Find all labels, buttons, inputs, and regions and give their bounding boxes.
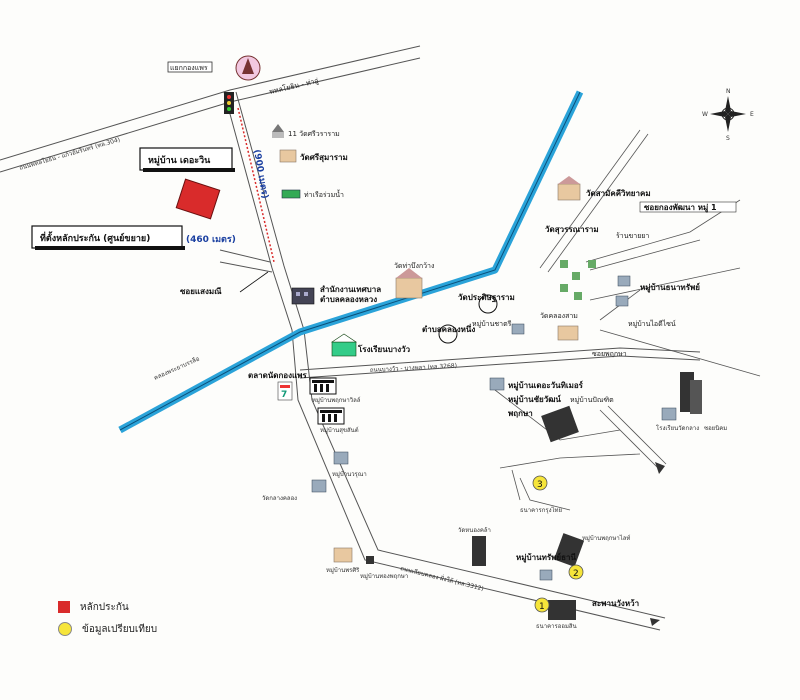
svg-text:2: 2 <box>573 569 579 579</box>
compass-icon: N S W E <box>702 88 754 142</box>
canal-label: คลองพระยาบรรลือ <box>153 354 201 381</box>
place-bank1: หมู่บ้านพฤกษาวิลล์ <box>312 396 361 404</box>
place-tharua: ท่าเรือร่วมน้ำ <box>304 188 344 199</box>
place-village-b: หมู่บ้านเดอะวันทิเมอร์ <box>508 380 584 391</box>
place-tambon: ตำบลคลองหนึ่ง <box>422 323 475 334</box>
comparable-swatch <box>58 622 72 636</box>
bank-icon <box>317 407 345 425</box>
place-village-c: หมู่บ้านชัยวัฒน์ <box>508 394 561 405</box>
distance-460: (460 เมตร) <box>186 235 236 245</box>
place-soi-right: ซอยนิคม <box>704 425 727 432</box>
arrow-icon <box>655 462 665 474</box>
place-wat-samakkhi: วัดสามัคคีวิทยาคม <box>586 188 651 198</box>
place-wat-srisumaram: วัดศรีสุมาราม <box>300 152 348 163</box>
route-dotted <box>237 107 275 263</box>
svg-text:N: N <box>726 88 731 95</box>
road-mid <box>299 347 701 379</box>
road-bottom-right: สะพานวังหว้า <box>592 598 639 608</box>
circle-marker <box>438 294 498 344</box>
collateral-swatch <box>58 601 70 613</box>
main-road <box>223 91 666 631</box>
place-seven: ตลาดนัดกองแพร <box>248 371 307 380</box>
svg-text:S: S <box>726 135 730 142</box>
temple-icon <box>272 124 284 138</box>
svg-text:3: 3 <box>537 480 543 490</box>
place-village-d: หมู่บ้านธนาทรัพย์ <box>640 282 700 293</box>
place-pruksa: พฤกษา <box>508 409 533 418</box>
roads-east <box>494 129 761 511</box>
legend-comparable-label: ข้อมูลเปรียบเทียบ <box>82 623 158 635</box>
village-icon <box>489 323 525 391</box>
office-icon <box>291 287 315 305</box>
site-box-label: ที่ตั้งหลักประกัน (ศูนย์ขยาย) <box>40 231 150 244</box>
school-icon <box>331 333 357 357</box>
highway-label-left: ถนนพหลโยธิน - แก้วอัมรินทร์ (ทล.304) <box>18 135 121 171</box>
place-school: โรงเรียนบางวัว <box>357 344 411 354</box>
village-box-label: หมู่บ้าน เดอะวิน <box>148 155 211 166</box>
village-icon <box>661 407 677 421</box>
place-village-a: หมู่บ้านชาตรี <box>472 320 512 328</box>
road-bottom-label: ถนนเลียบคลอง ฝั่งใต้ (ทล.3312) <box>400 564 485 592</box>
traffic-light-icon <box>224 92 234 114</box>
place-village-f: หมู่บ้านวรุณา <box>332 471 367 478</box>
place-village-l: ธนาคารออมสิน <box>536 623 577 630</box>
village-icon <box>539 569 553 581</box>
village-icon <box>560 260 631 307</box>
collateral-marker <box>175 178 221 220</box>
temple-icon <box>395 268 423 299</box>
place-wat-bueng: วัดท่าบึงกว้าง <box>394 261 434 270</box>
legend: หลักประกัน ข้อมูลเปรียบเทียบ <box>58 596 157 640</box>
place-wat-nong: หมู่บ้านทรัพย์ธานี <box>516 552 576 563</box>
legend-collateral-label: หลักประกัน <box>80 601 129 613</box>
monument-icon <box>235 55 261 81</box>
svg-text:7: 7 <box>281 390 287 400</box>
temple-icon <box>557 176 581 201</box>
comparable-marker-2: 2 <box>568 564 584 580</box>
place-bank2: หมู่บ้านสุขสันต์ <box>320 426 359 434</box>
svg-text:E: E <box>750 111 754 118</box>
place-village-g: วัดกลางคลอง <box>262 495 297 502</box>
svg-text:W: W <box>702 111 708 118</box>
building-icon <box>472 533 585 620</box>
place-village-j: วัดหนองคล้า <box>458 527 491 534</box>
canal <box>118 90 584 434</box>
place-wat-klong: วัดคลองสาม <box>540 312 578 320</box>
pier-icon <box>281 189 301 199</box>
traffic-light-label: แยกกองแพร <box>170 64 208 72</box>
place-village-m: หมู่บ้านปัณฑิต <box>570 396 614 404</box>
place-wat-ratch: วัดประดิษฐาราม <box>458 293 515 303</box>
place-village-i: ธนาคารกรุงไทย <box>520 506 562 514</box>
soi-road <box>219 249 273 273</box>
seven-eleven-icon: 7 <box>277 381 293 401</box>
place-soi-pruksa: ซอยพฤกษา <box>592 350 627 358</box>
place-wat-sriwara: 11 วัดศรีวราราม <box>288 130 340 138</box>
place-village-e: หมู่บ้านไอดีไซน์ <box>628 319 676 328</box>
temple-icon <box>557 325 579 341</box>
temple-icon <box>279 149 297 163</box>
place-office-1: สำนักงานเทศบาล <box>320 285 381 294</box>
place-bottom-a: หมู่บ้านทองพฤกษา <box>360 573 408 580</box>
village-icon <box>311 451 349 493</box>
legend-row-comparable: ข้อมูลเปรียบเทียบ <box>58 618 157 640</box>
place-wat-suwan: วัดสุวรรณาราม <box>545 225 599 235</box>
building-icon <box>541 372 702 443</box>
comparable-marker-3: 3 <box>532 475 548 491</box>
place-wat-bottom: หมู่บ้านพรศิริ <box>326 567 360 574</box>
road-mid-label: ถนนบางวัว - บางพลา (ทล.3268) <box>370 362 457 374</box>
place-soi-2: ซอยกองพัฒนา หมู่ 1 <box>644 203 717 213</box>
arrow-icon <box>650 618 660 626</box>
comparable-marker-1: 1 <box>534 597 550 613</box>
temple-icon <box>333 547 374 564</box>
bank-icon <box>309 377 337 395</box>
place-village-k: หมู่บ้านพฤกษาไลท์ <box>582 534 630 542</box>
place-office-2: ตำบลคลองหลวง <box>320 295 377 304</box>
place-village-h: โรงเรียนวัดกลาง <box>656 424 699 432</box>
place-pharm: ร้านขายยา <box>616 232 649 240</box>
svg-text:1: 1 <box>539 602 545 612</box>
soi-label: ซอยแสงมณี <box>180 286 222 296</box>
legend-row-collateral: หลักประกัน <box>58 596 157 618</box>
